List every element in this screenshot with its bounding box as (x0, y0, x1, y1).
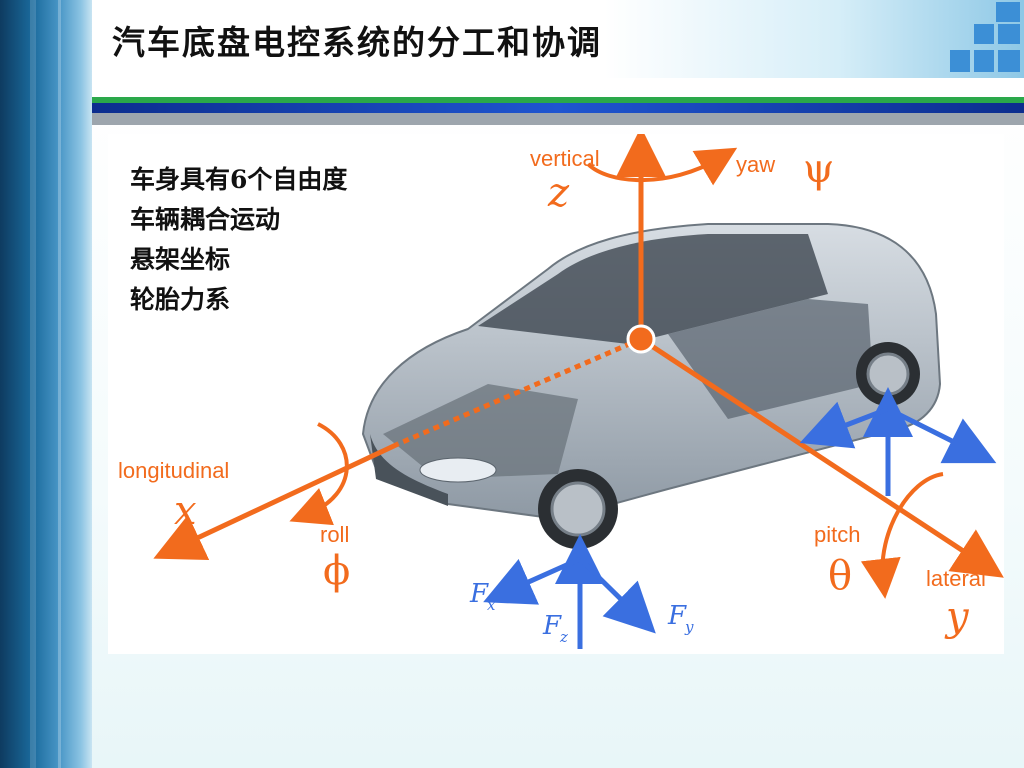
label-z: z (547, 170, 570, 216)
bullet-item: 车辆耦合运动 (130, 205, 281, 234)
label-y: y (944, 594, 970, 640)
slide-title: 汽车底盘电控系统的分工和协调 (112, 23, 602, 62)
label-pitch: pitch (814, 522, 860, 547)
label-fx-sub: x (487, 596, 496, 614)
label-fx: F (469, 579, 489, 609)
label-fz: F (542, 611, 562, 641)
bullet-item: 轮胎力系 (130, 285, 231, 314)
label-lateral: lateral (926, 566, 986, 591)
title-area (92, 0, 1024, 78)
label-vertical: vertical (530, 146, 600, 171)
divider-gray (92, 113, 1024, 125)
label-theta: θ (828, 553, 852, 599)
tire-force-arrows (483, 387, 997, 649)
divider-blue (92, 103, 1024, 113)
label-fy-sub: y (684, 618, 694, 636)
left-decorative-bar (0, 0, 92, 768)
label-phi: ϕ (323, 548, 350, 594)
label-longitudinal: longitudinal (118, 458, 229, 483)
bullet-item: 悬架坐标 (130, 245, 231, 274)
diagram-svg: vertical z yaw ψ longitudinal x roll ϕ p… (118, 134, 1004, 649)
body-axes (153, 134, 1004, 599)
vehicle-dof-diagram: vertical z yaw ψ longitudinal x roll ϕ p… (108, 134, 1004, 654)
bar-streak (58, 0, 61, 768)
label-psi: ψ (803, 146, 834, 192)
bullet-list: 车身具有6个自由度 车辆耦合运动 悬架坐标 轮胎力系 (130, 160, 347, 320)
divider-green (92, 97, 1024, 103)
label-fz-sub: z (559, 628, 568, 646)
decorative-squares (934, 0, 1024, 78)
label-x: x (174, 488, 197, 534)
bullet-item: 车身具有6个自由度 (130, 165, 348, 194)
label-yaw: yaw (736, 152, 775, 177)
car-illustration (361, 223, 942, 549)
bar-streak (30, 0, 36, 768)
label-fy: F (667, 601, 687, 631)
label-roll: roll (320, 522, 349, 547)
